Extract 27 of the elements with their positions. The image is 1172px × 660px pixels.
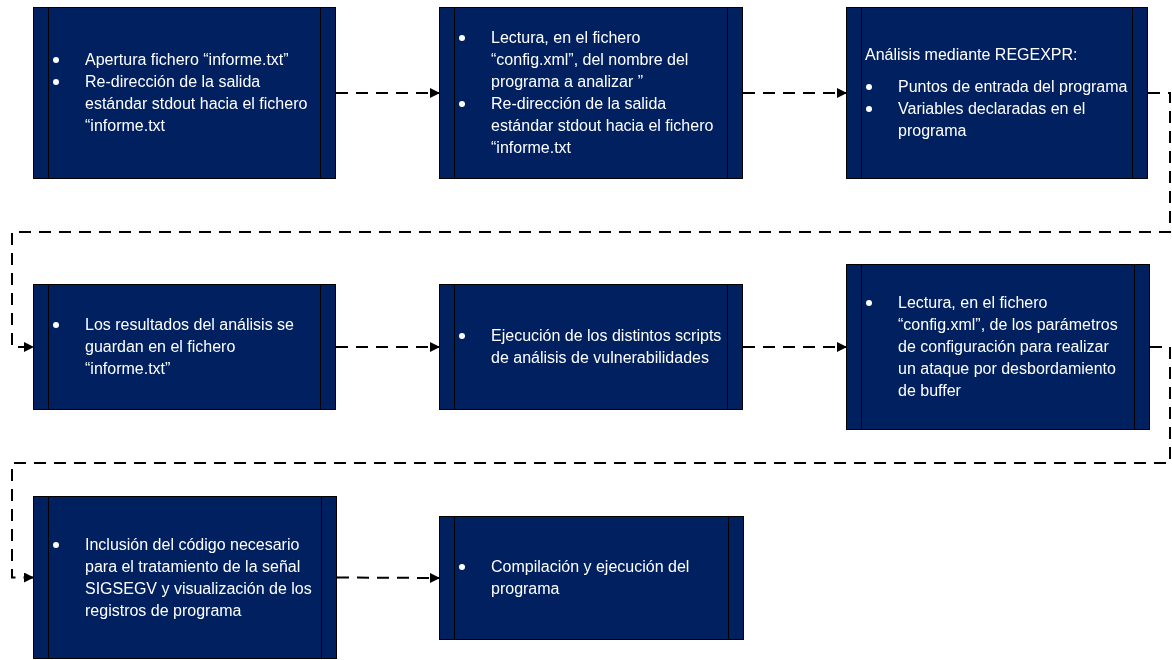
bullet-text: Inclusión del código necesario para el tratamiento de la señal SIGSEGV y visualización de los registros de programa	[85, 534, 313, 621]
predefined-process-box	[846, 264, 1150, 430]
bullet-text: Re-dirección de la salida estándar stdout hacia el fichero “informe.txt	[491, 94, 715, 158]
dashed-arrow	[742, 342, 847, 352]
predefined-process-box	[439, 284, 743, 410]
dashed-arrow	[11, 346, 1171, 583]
predefined-process-box	[439, 7, 743, 179]
bullet-text: Ejecución de los distintos scripts de análisis de vulnerabilidades	[491, 326, 723, 368]
dashed-arrow	[335, 88, 440, 98]
bullet-text: Apertura fichero “informe.txt”	[85, 50, 289, 70]
predefined-process-box	[846, 7, 1148, 179]
bullet-text: Lectura, en el fichero “config.xml”, del nombre del programa a analizar ”	[491, 28, 690, 92]
bullet-text: Re-dirección de la salida estándar stdout hacia el fichero “informe.txt	[85, 72, 309, 136]
bullet-text: Los resultados del análisis se guardan en el fichero “informe.txt”	[85, 315, 295, 379]
dashed-arrow	[335, 342, 440, 352]
predefined-process-box	[33, 496, 337, 659]
predefined-process-box	[439, 516, 744, 640]
heading-text: Análisis mediante REGEXPR:	[865, 45, 1079, 65]
dashed-arrow	[336, 572, 440, 583]
bullet-text: Puntos de entrada del programa	[898, 77, 1128, 97]
bullet-text: Variables declaradas en el programa	[898, 99, 1087, 141]
predefined-process-box	[33, 284, 336, 410]
bullet-text: Lectura, en el fichero “config.xml”, de los parámetros de configuración para realizar un ataque por desbordamiento de buffer	[898, 293, 1119, 401]
dashed-arrow	[742, 88, 847, 98]
dashed-arrow	[11, 92, 1171, 352]
bullet-text: Compilación y ejecución del programa	[491, 557, 691, 599]
predefined-process-box	[33, 7, 336, 179]
